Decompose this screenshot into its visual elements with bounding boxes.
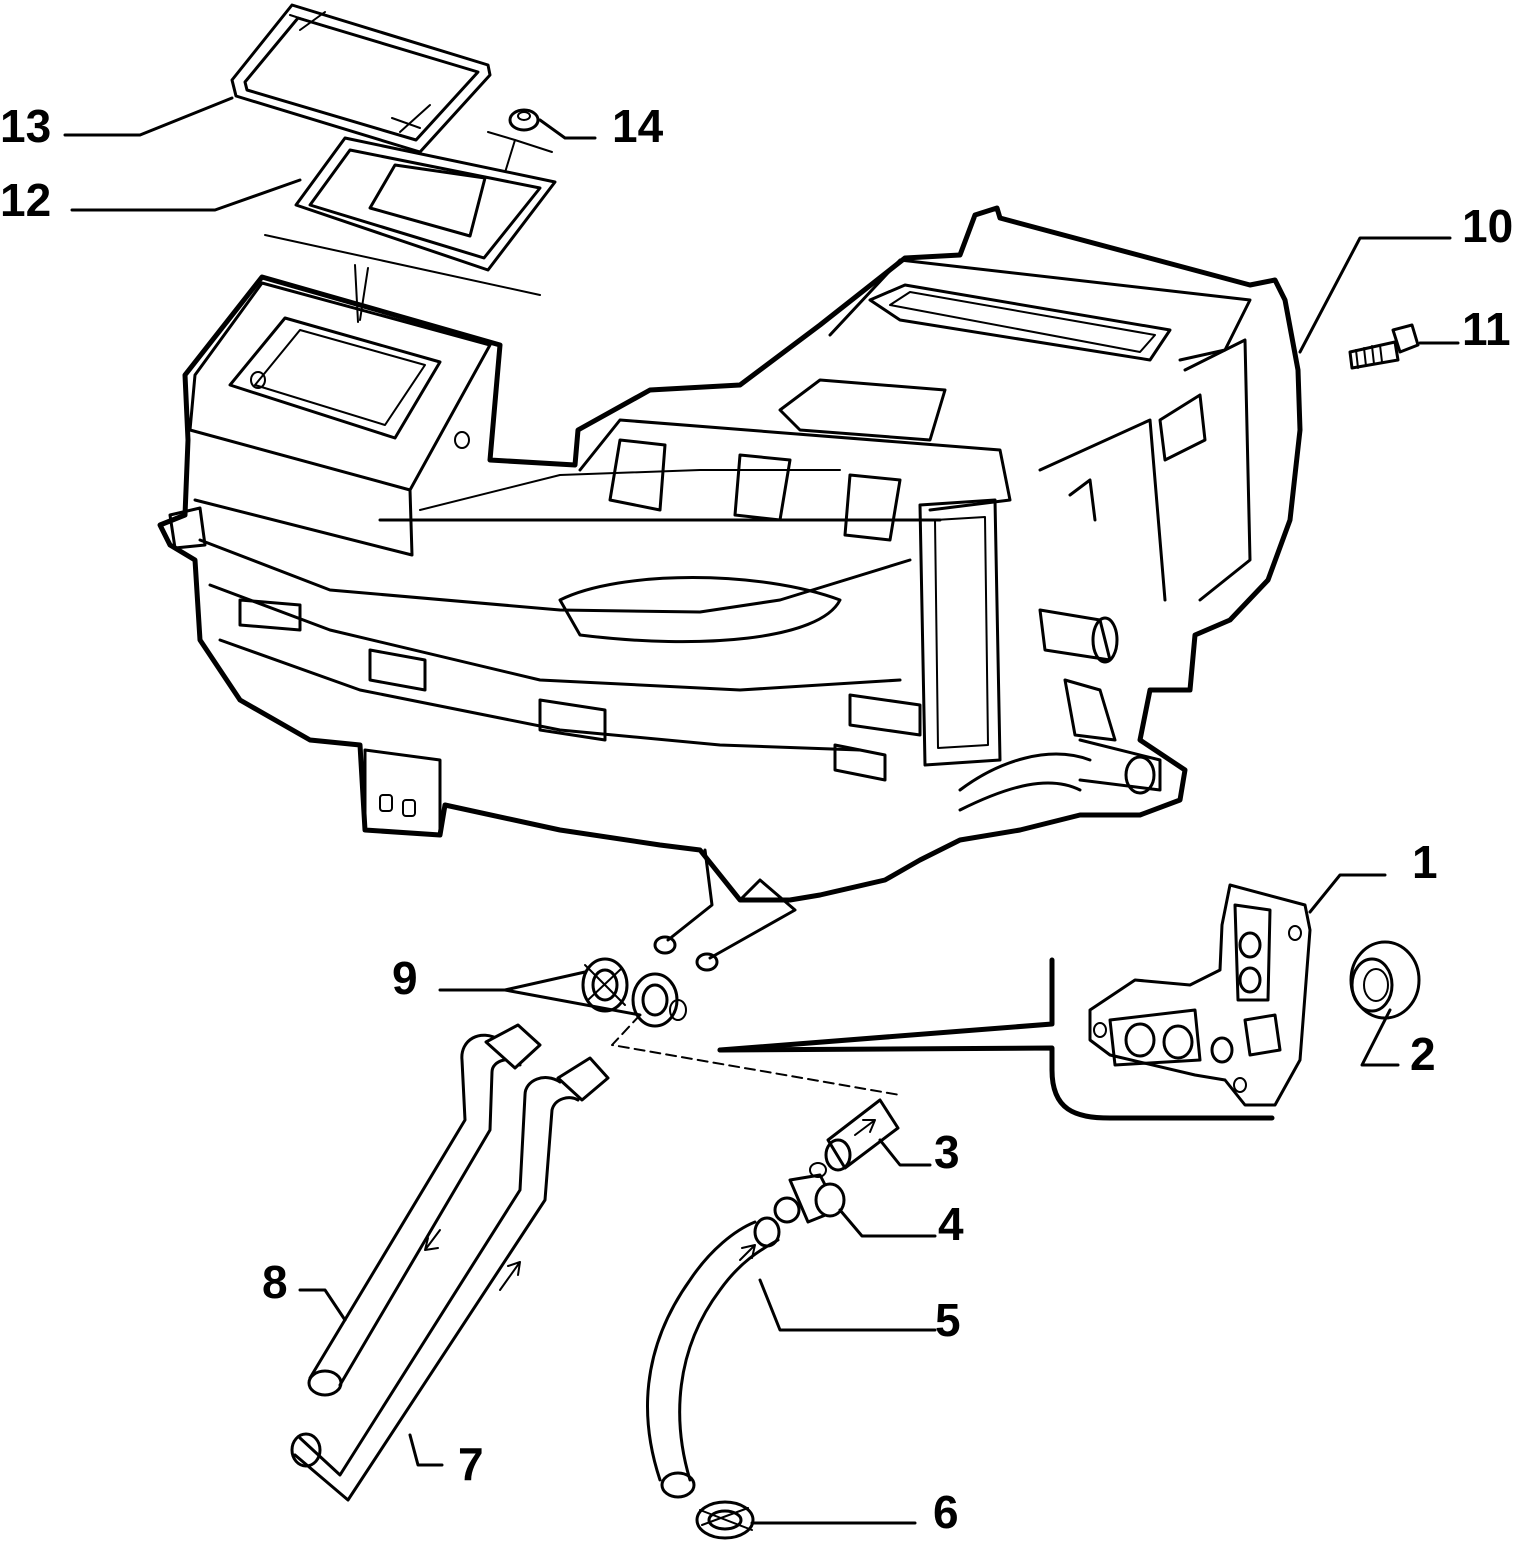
callout-4: 4 xyxy=(938,1198,964,1250)
callout-10: 10 xyxy=(1462,200,1513,252)
callout-1: 1 xyxy=(1412,836,1438,888)
part-4-valve xyxy=(773,1162,846,1224)
part-9-connectors xyxy=(581,957,687,1028)
part-2-grommet xyxy=(1349,940,1421,1020)
part-13-cover xyxy=(230,3,492,154)
callout-3: 3 xyxy=(934,1126,960,1178)
callout-11: 11 xyxy=(1462,303,1511,355)
leader-lines xyxy=(63,96,1460,1525)
callout-2: 2 xyxy=(1410,1028,1436,1080)
part-11-screw xyxy=(1348,323,1420,370)
callout-14: 14 xyxy=(612,100,664,152)
part-7-hose xyxy=(290,1056,610,1502)
part-3-pipe xyxy=(824,1098,900,1172)
callout-7: 7 xyxy=(458,1438,484,1490)
part-10-heater-housing xyxy=(157,205,1303,972)
callout-12: 12 xyxy=(0,174,51,226)
part-12-frame xyxy=(294,136,557,272)
part-6-clamp xyxy=(695,1500,755,1540)
part-1-flange-plate xyxy=(1088,883,1312,1107)
callout-5: 5 xyxy=(935,1294,961,1346)
callout-9: 9 xyxy=(392,952,418,1004)
callout-labels: 1 2 3 4 5 6 7 8 9 10 11 12 13 14 xyxy=(0,100,1513,1538)
callout-8: 8 xyxy=(262,1256,288,1308)
part-8-hose xyxy=(307,1023,542,1397)
part-5-hose xyxy=(646,1216,781,1499)
callout-13: 13 xyxy=(0,100,51,152)
callout-6: 6 xyxy=(933,1486,959,1538)
